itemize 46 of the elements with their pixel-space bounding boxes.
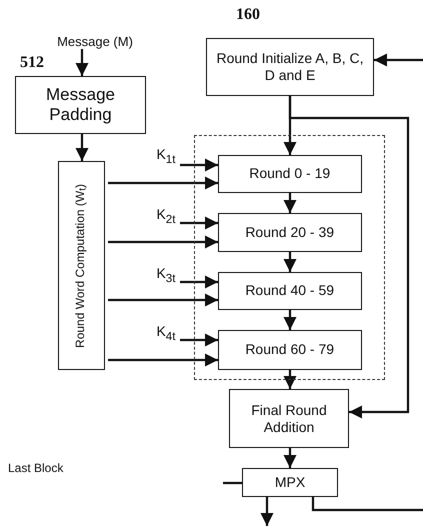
arrow [180, 216, 218, 230]
process-box [229, 389, 349, 448]
arrow [108, 354, 218, 366]
process-box [242, 468, 338, 497]
arrow [76, 49, 88, 76]
arrow [284, 193, 296, 213]
process-box [206, 38, 374, 96]
process-box [218, 212, 362, 252]
signal-label: K$_{3t}$ [156, 264, 176, 286]
box-text: Round 20 - 39 [244, 224, 336, 241]
connector-line [223, 482, 242, 484]
input-label: Message (M) [57, 34, 133, 50]
box-text: Message Padding [45, 84, 116, 126]
box-text: Round 60 - 79 [244, 341, 336, 358]
input-label: Last Block [8, 461, 64, 475]
arrow [284, 252, 296, 272]
box-text: Round 40 - 59 [244, 282, 336, 300]
arrow [180, 276, 218, 288]
bit-width-label: 512 [20, 54, 44, 72]
arrow [374, 54, 423, 66]
signal-label: K$_{2t}$ [156, 206, 176, 226]
arrow [284, 370, 296, 389]
arrow [180, 158, 218, 172]
process-box [218, 272, 362, 310]
signal-label: K$_{4t}$ [156, 322, 176, 344]
process-box [218, 330, 362, 370]
arrow [108, 294, 218, 306]
arrow [288, 96, 410, 418]
process-box [58, 161, 105, 370]
box-text: Round 0 - 19 [248, 165, 332, 182]
arrow [108, 176, 218, 190]
arrow [108, 236, 218, 248]
box-text: MPX [274, 474, 306, 491]
connector-line [312, 497, 423, 512]
arrow [284, 448, 296, 468]
arrow [180, 334, 218, 346]
box-text: Final Round Addition [250, 402, 328, 436]
arrow [260, 497, 274, 526]
group-frame [194, 135, 385, 380]
arrow [284, 310, 296, 330]
process-box [15, 76, 146, 134]
process-box [218, 154, 362, 193]
bit-width-label: 160 [236, 6, 260, 24]
signal-label: K$_{1t}$ [156, 146, 176, 166]
box-text: Round Initialize A, B, C, D and E [215, 50, 365, 84]
arrow [76, 134, 88, 161]
